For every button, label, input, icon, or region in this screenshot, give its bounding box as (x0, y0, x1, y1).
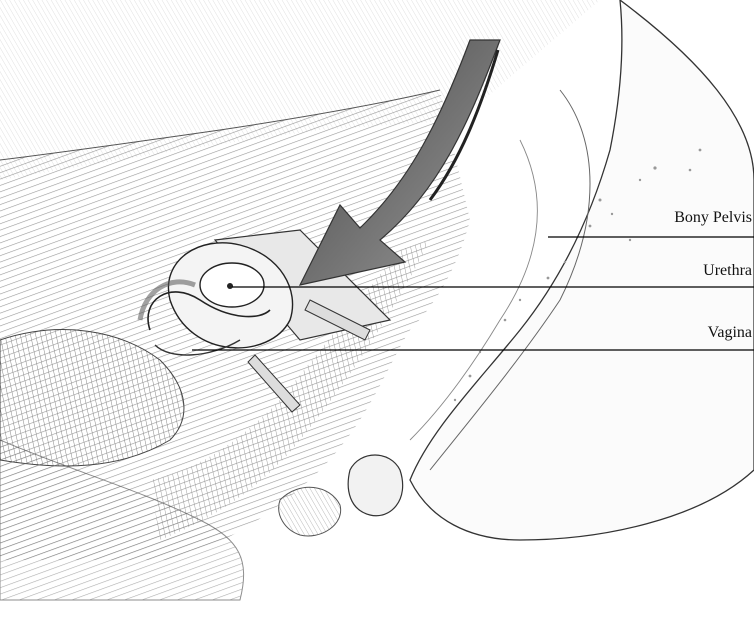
label-urethra: Urethra (703, 262, 752, 280)
label-bony-pelvis: Bony Pelvis (674, 209, 752, 227)
urethra-marker (227, 283, 233, 289)
label-vagina: Vagina (708, 324, 752, 342)
